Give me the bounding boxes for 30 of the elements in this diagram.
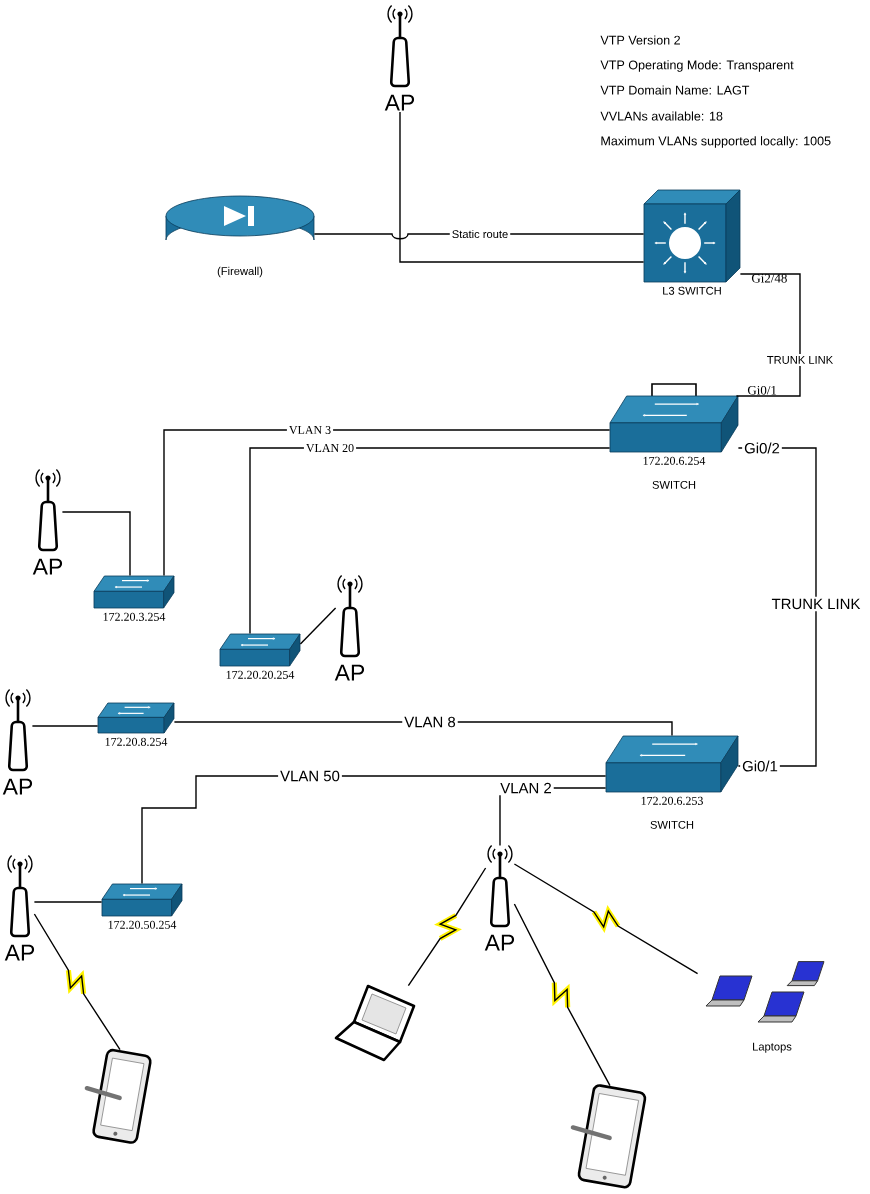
node-label: AP: [2, 778, 33, 795]
cable: [31, 725, 99, 727]
wireless-link: [407, 867, 487, 987]
access-point: AP: [484, 844, 515, 951]
access-point: AP: [4, 854, 35, 961]
node-label: AP: [484, 934, 515, 951]
node-label: AP: [384, 94, 415, 111]
access-point: AP: [32, 468, 63, 575]
cable: [141, 775, 607, 885]
cable: [163, 429, 611, 577]
wireless-link: [513, 903, 611, 1087]
access-point: AP: [334, 574, 365, 681]
node-label: AP: [4, 944, 35, 961]
cable: [399, 111, 645, 263]
cable: [173, 721, 673, 737]
tablet: [570, 1084, 647, 1189]
cable: [249, 447, 611, 635]
access-point: AP: [384, 4, 415, 111]
node-label: AP: [32, 558, 63, 575]
cable: [299, 607, 337, 645]
node-label: AP: [334, 664, 365, 681]
wireless-link: [33, 913, 121, 1051]
access-point: AP: [2, 688, 33, 795]
cable: [61, 511, 131, 577]
cable: [737, 447, 817, 767]
cable: [33, 901, 103, 903]
tablet: [84, 1048, 152, 1144]
cable: [735, 273, 801, 397]
laptop: [334, 984, 416, 1062]
wireless-link: [513, 863, 699, 975]
